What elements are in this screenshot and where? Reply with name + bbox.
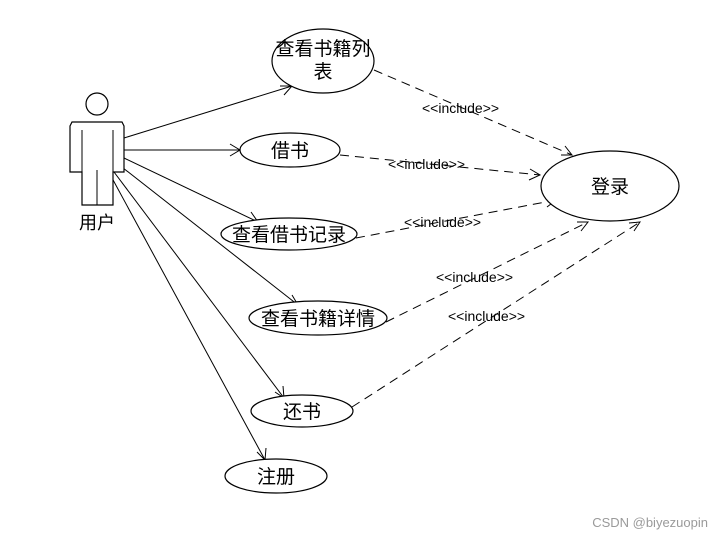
assoc-register bbox=[111, 177, 266, 461]
use-case-register: 注册 bbox=[224, 458, 328, 494]
include-label-5: <<include>> bbox=[448, 308, 525, 324]
use-case-ellipse bbox=[224, 458, 328, 494]
include-label-2: <<include>> bbox=[388, 156, 465, 172]
watermark: CSDN @biyezuopin bbox=[592, 515, 708, 530]
actor-body bbox=[69, 121, 125, 206]
use-case-return-book: 还书 bbox=[250, 394, 354, 428]
use-case-label: 查看借书记录 bbox=[232, 224, 346, 246]
use-case-ellipse bbox=[248, 300, 388, 336]
use-case-ellipse bbox=[540, 150, 680, 222]
use-case-label: 注册 bbox=[257, 466, 295, 488]
use-case-login: 登录 bbox=[540, 150, 680, 222]
use-case-ellipse bbox=[220, 217, 358, 251]
include-arrow-borrow bbox=[528, 168, 542, 181]
include-arrow-book-detail bbox=[577, 221, 590, 232]
use-case-view-book-list: 查看书籍列 表 bbox=[271, 28, 375, 94]
include-view-book-list bbox=[373, 69, 573, 156]
assoc-borrow-records bbox=[123, 157, 259, 223]
assoc-book-detail bbox=[117, 163, 299, 306]
use-case-label-line1: 查看书籍列 bbox=[275, 38, 370, 60]
use-case-book-detail: 查看书籍详情 bbox=[248, 300, 388, 336]
assoc-return-book bbox=[113, 171, 285, 399]
use-case-label: 还书 bbox=[283, 401, 321, 423]
use-case-ellipse bbox=[271, 28, 375, 94]
assoc-view-book-list bbox=[123, 85, 293, 139]
include-arrow-return-book bbox=[628, 221, 641, 232]
actor-label: 用户 bbox=[79, 213, 115, 234]
include-book-detail bbox=[385, 221, 589, 323]
use-case-ellipse bbox=[250, 394, 354, 428]
use-case-label-line2: 表 bbox=[313, 61, 332, 83]
include-label-1: <<include>> bbox=[422, 100, 499, 116]
actor-user: 用户 bbox=[69, 92, 125, 234]
use-case-label: 查看书籍详情 bbox=[261, 308, 375, 330]
use-case-borrow: 借书 bbox=[239, 132, 341, 168]
include-dependencies bbox=[339, 69, 641, 408]
use-case-borrow-records: 查看借书记录 bbox=[220, 217, 358, 251]
use-case-ellipse bbox=[239, 132, 341, 168]
include-label-3: <<include>> bbox=[404, 214, 481, 230]
include-borrow-records bbox=[355, 199, 557, 239]
include-label-4: <<include>> bbox=[436, 269, 513, 285]
include-arrow-view-book-list bbox=[561, 145, 574, 156]
use-case-label: 登录 bbox=[591, 176, 629, 198]
include-borrow bbox=[339, 154, 541, 176]
include-labels: <<include>> <<include>> <<include>> <<in… bbox=[388, 100, 525, 324]
include-return-book bbox=[351, 221, 641, 408]
use-case-label: 借书 bbox=[271, 140, 309, 162]
actor-head bbox=[85, 92, 109, 116]
